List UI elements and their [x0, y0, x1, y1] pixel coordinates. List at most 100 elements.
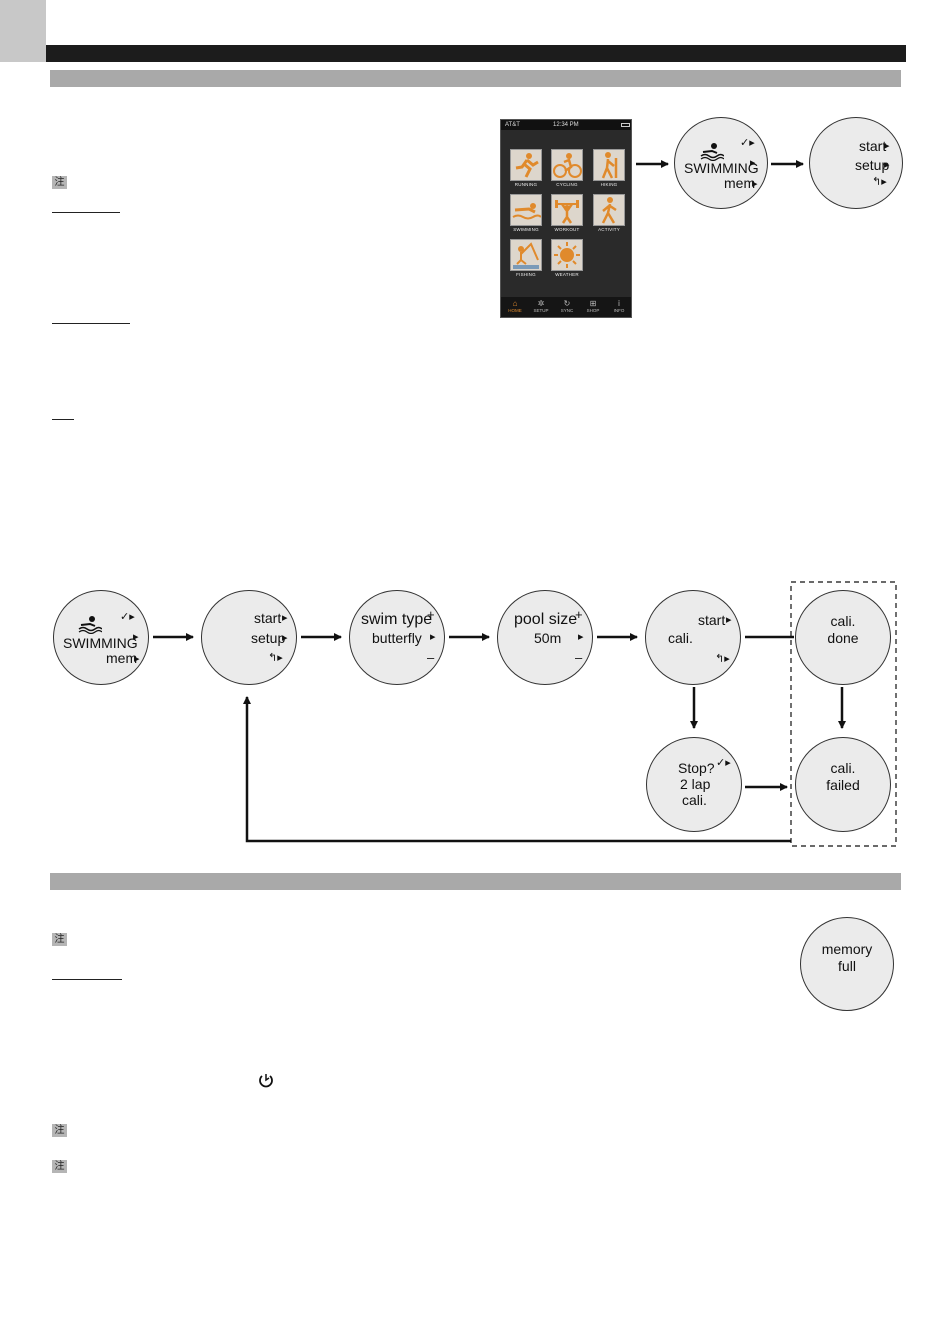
- play-icon: ▸: [430, 631, 436, 643]
- watch-screen-cali-done: [795, 590, 891, 685]
- swimmer-icon: [78, 614, 103, 639]
- cycling-icon: [551, 149, 583, 181]
- home-icon: ⌂: [512, 299, 518, 308]
- tab-label: SYNC: [560, 308, 574, 313]
- tab-home[interactable]: ⌂ HOME: [503, 299, 527, 313]
- arrow-right-icon: ▸: [282, 612, 288, 624]
- play-icon: ▸: [578, 631, 584, 643]
- swimming-title: SWIMMING: [63, 635, 138, 651]
- subheading-underline: [52, 212, 120, 213]
- app-label-fishing: FISHING: [516, 272, 536, 277]
- cali-done-line2: done: [827, 630, 859, 646]
- stop-line1: Stop?: [678, 760, 715, 776]
- arrow-right-icon: ▸: [282, 632, 288, 644]
- watch-screen-pool-size: [497, 590, 593, 685]
- back-icon: ↰▸: [872, 176, 887, 188]
- note-marker: 注: [52, 1124, 67, 1137]
- workout-icon: [551, 194, 583, 226]
- watch-screen-menu: [201, 590, 297, 685]
- stop-line2: 2 lap: [680, 776, 711, 792]
- lap-button-icon: [258, 1072, 274, 1093]
- subheading-underline: [52, 419, 74, 420]
- watch-screen-swim-type: [349, 590, 445, 685]
- stop-line3: cali.: [682, 792, 707, 808]
- app-label-activity: ACTIVITY: [598, 227, 620, 232]
- note-marker: 注: [52, 176, 67, 189]
- watch-screen-menu-top: [809, 117, 903, 209]
- arrow-right-icon: ▸: [134, 653, 140, 665]
- confirm-icon: ✓▸: [740, 137, 755, 149]
- swim-type-value: butterfly: [372, 630, 422, 646]
- start-label: start: [859, 138, 887, 154]
- subheading-underline: [52, 323, 130, 324]
- tab-shop[interactable]: ⊞ SHOP: [581, 299, 605, 313]
- hiking-icon: [593, 149, 625, 181]
- app-tile-running[interactable]: [510, 149, 542, 181]
- subheading-underline: [52, 979, 122, 980]
- app-tile-swimming[interactable]: [510, 194, 542, 226]
- tab-label: SETUP: [533, 308, 549, 313]
- confirm-icon: ✓▸: [120, 611, 135, 623]
- app-label-running: RUNNING: [514, 182, 538, 187]
- app-tile-weather[interactable]: [551, 239, 583, 271]
- battery-icon: [621, 123, 630, 127]
- app-tile-fishing[interactable]: [510, 239, 542, 271]
- sync-icon: ↻: [563, 299, 571, 308]
- app-tile-cycling[interactable]: [551, 149, 583, 181]
- start-label: start: [254, 610, 282, 626]
- memory-full-line2: full: [838, 958, 856, 974]
- arrow-right-icon: ▸: [726, 614, 732, 626]
- watch-screen-start-cali: [645, 590, 741, 685]
- play-icon: ▸: [133, 631, 139, 643]
- section-bar-2: [50, 873, 901, 890]
- cali-done-line1: cali.: [830, 613, 856, 629]
- tab-sync[interactable]: ↻ SYNC: [555, 299, 579, 313]
- carrier-label: AT&T: [505, 122, 520, 128]
- minus-icon: –: [575, 650, 583, 665]
- memory-full-line1: memory: [821, 941, 873, 957]
- plus-icon: +: [575, 607, 583, 622]
- note-marker: 注: [52, 933, 67, 946]
- pool-size-title: pool size: [514, 611, 578, 628]
- mem-label: mem: [724, 175, 756, 191]
- cali-label: cali.: [668, 630, 693, 646]
- phone-tab-bar: ⌂ HOME ✲ SETUP ↻ SYNC ⊞ SHOP ⅰ INFO: [501, 297, 631, 317]
- back-icon: ↰▸: [268, 652, 283, 664]
- swimming-title: SWIMMING: [684, 160, 759, 176]
- page-corner-tab: [0, 0, 46, 62]
- arrow-right-icon: ▸: [884, 140, 890, 152]
- tab-setup[interactable]: ✲ SETUP: [529, 299, 553, 313]
- app-label-workout: WORKOUT: [554, 227, 580, 232]
- watch-screen-swimming-top: [674, 117, 768, 209]
- cali-failed-line1: cali.: [830, 760, 856, 776]
- fishing-icon: [510, 239, 542, 271]
- swimmer-icon: [700, 141, 725, 166]
- app-label-cycling: CYCLING: [556, 182, 578, 187]
- clock-label: 12:34 PM: [553, 122, 579, 128]
- back-icon: ↰▸: [715, 653, 730, 665]
- tab-info[interactable]: ⅰ INFO: [607, 299, 631, 313]
- cali-failed-line2: failed: [826, 777, 860, 793]
- arrow-right-icon: ▸: [752, 178, 758, 190]
- cart-icon: ⊞: [589, 299, 597, 308]
- activity-icon: [593, 194, 625, 226]
- app-tile-workout[interactable]: [551, 194, 583, 226]
- running-icon: [510, 149, 542, 181]
- pool-size-value: 50m: [534, 630, 562, 646]
- watch-screen-cali-failed: [795, 737, 891, 832]
- setup-label: setup: [251, 630, 286, 646]
- play-icon: ▸: [750, 157, 756, 169]
- app-tile-activity[interactable]: [593, 194, 625, 226]
- setup-label: setup: [855, 157, 890, 173]
- swim-type-title: swim type: [361, 611, 433, 628]
- app-tile-hiking[interactable]: [593, 149, 625, 181]
- watch-screen-memory-full: [800, 917, 894, 1011]
- plus-icon: +: [427, 607, 435, 622]
- tab-label: HOME: [508, 308, 522, 313]
- tab-label: INFO: [613, 308, 625, 313]
- watch-screen-stop: [646, 737, 742, 832]
- section-bar-1: [50, 70, 901, 87]
- header-bar: [46, 45, 906, 62]
- minus-icon: –: [427, 650, 435, 665]
